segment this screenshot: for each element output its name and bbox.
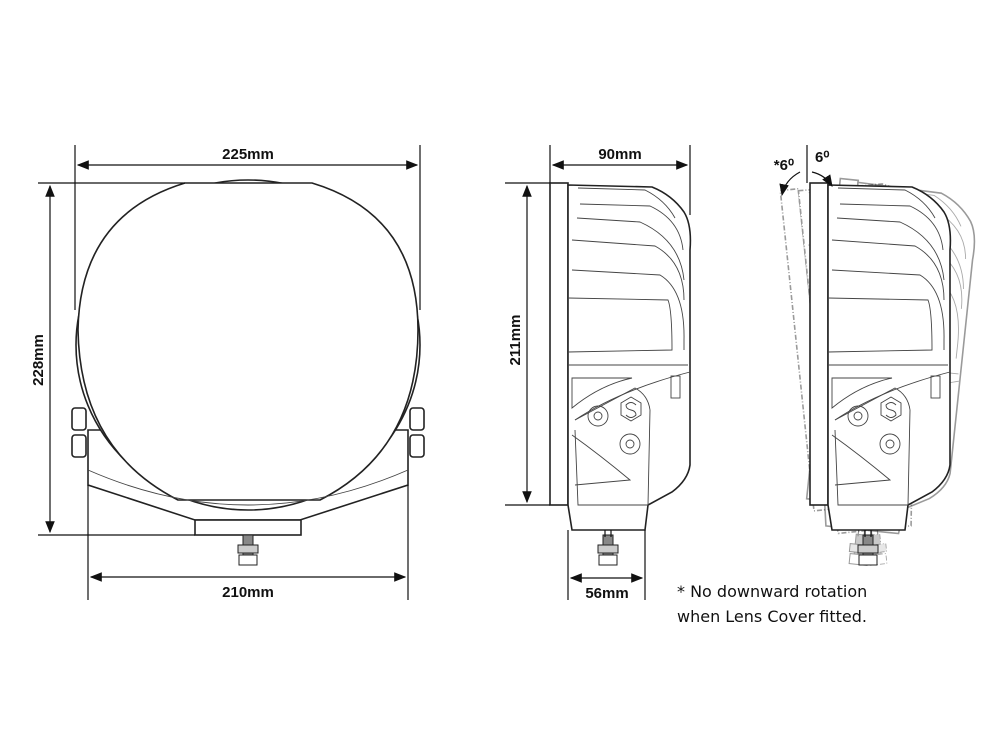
- rotation-view: *6⁰ 6⁰: [774, 145, 981, 574]
- rotate-down-arrow: [779, 171, 801, 197]
- note-line-2: when Lens Cover fitted.: [677, 607, 867, 626]
- angle-up-label: 6⁰: [815, 149, 829, 166]
- note-line-1: * No downward rotation: [677, 582, 867, 601]
- side-view: 90mm 211mm 56mm: [505, 145, 692, 602]
- side-height-label: 211mm: [507, 315, 524, 366]
- angle-down-label: *6⁰: [774, 157, 794, 174]
- width-top-label: 225mm: [222, 146, 274, 163]
- width-bottom-label: 210mm: [222, 584, 274, 601]
- height-label: 228mm: [30, 334, 47, 386]
- rotate-up-arrow: [811, 171, 833, 188]
- depth-label: 90mm: [598, 146, 641, 163]
- front-view: 225mm 228mm 210mm: [30, 145, 425, 601]
- mount-width-label: 56mm: [585, 585, 628, 602]
